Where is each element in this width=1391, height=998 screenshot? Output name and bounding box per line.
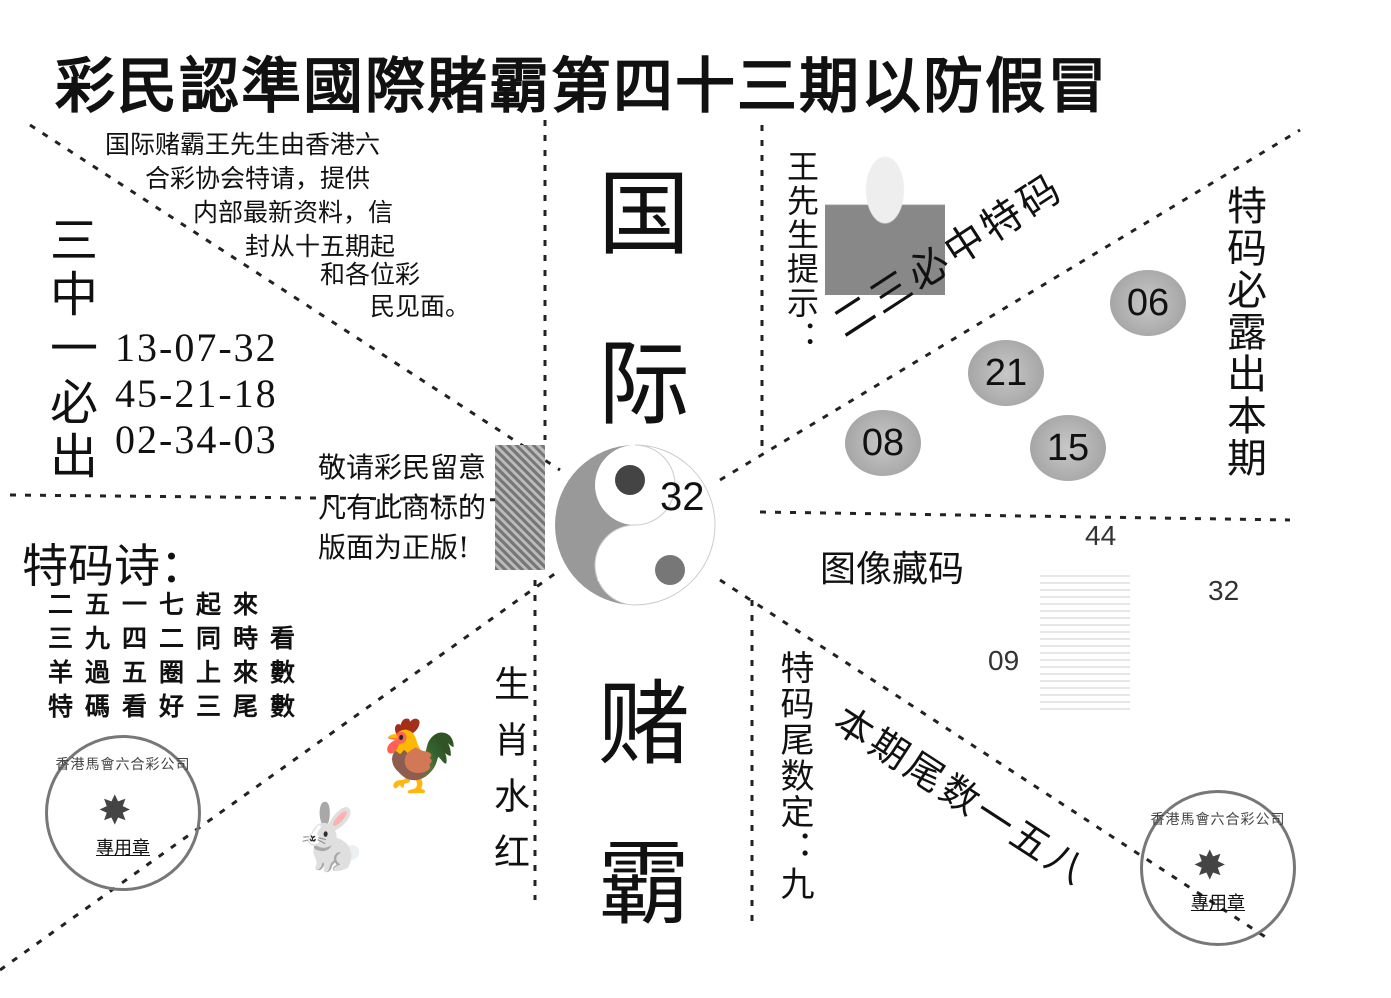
yin-yang-icon [555,444,716,606]
yinyang-number: 32 [660,475,705,519]
yinyang-number: 17 [595,548,636,589]
number-ball: 06 [1110,270,1186,336]
tail-label: 特码尾数定：九 [774,650,814,902]
special-label: 特码必露出本期 [1220,185,1266,479]
page-title: 彩民認準國際賭霸第四十三期以防假冒 [55,52,1109,122]
number-set: 02-34-03 [115,417,278,462]
poem-line: 三九四二同時看 [48,624,308,653]
stamp: 香港馬會六合彩公司 ✸ 專用章 [1140,790,1296,946]
center-char: 际 [598,331,691,438]
poem-line: 二五一七起來 [48,590,271,619]
mr-wang-label: 王先生提示： [782,150,820,354]
number-set: 45-21-18 [115,371,278,416]
image-code-label: 图像藏码 [820,549,965,590]
center-char: 赌 [598,671,691,778]
center-char: 霸 [598,831,691,938]
image-number: 44 [1085,520,1117,551]
rooster-icon: 🐓 [375,715,463,797]
poem-line: 羊過五圈上來數 [48,658,308,687]
hidden-code-image [1040,570,1130,710]
notice-line: 版面为正版! [318,531,470,564]
star-icon: ✸ [1193,843,1227,889]
poem-line: 特碼看好三尾數 [48,692,308,721]
number-ball: 21 [968,340,1044,406]
notice-line: 敬请彩民留意 [318,451,487,484]
intro-line: 和各位彩 [320,260,421,289]
center-char: 国 [598,161,691,268]
star-icon: ✸ [98,788,132,834]
zodiac-label: 生肖水红 [488,665,529,889]
intro-line: 国际赌霸王先生由香港六 [105,130,381,159]
intro-line: 民见面。 [370,292,471,321]
three-label: 三中一必出 [41,215,97,485]
intro-line: 合彩协会特请，提供 [145,164,371,193]
image-number: 32 [1208,575,1240,606]
trademark-image [495,445,545,570]
rabbit-icon: 🐇 [290,801,370,875]
number-set: 13-07-32 [115,325,278,370]
portrait-image [825,155,945,295]
number-ball: 15 [1030,415,1106,481]
notice-line: 凡有此商标的 [318,491,487,524]
stamp: 香港馬會六合彩公司 ✸ 專用章 [45,735,201,891]
number-ball: 08 [845,410,921,476]
intro-line: 封从十五期起 [245,232,396,261]
image-number: 09 [988,645,1020,676]
intro-line: 内部最新资料，信 [193,198,394,227]
poem-title: 特码诗： [22,539,206,593]
